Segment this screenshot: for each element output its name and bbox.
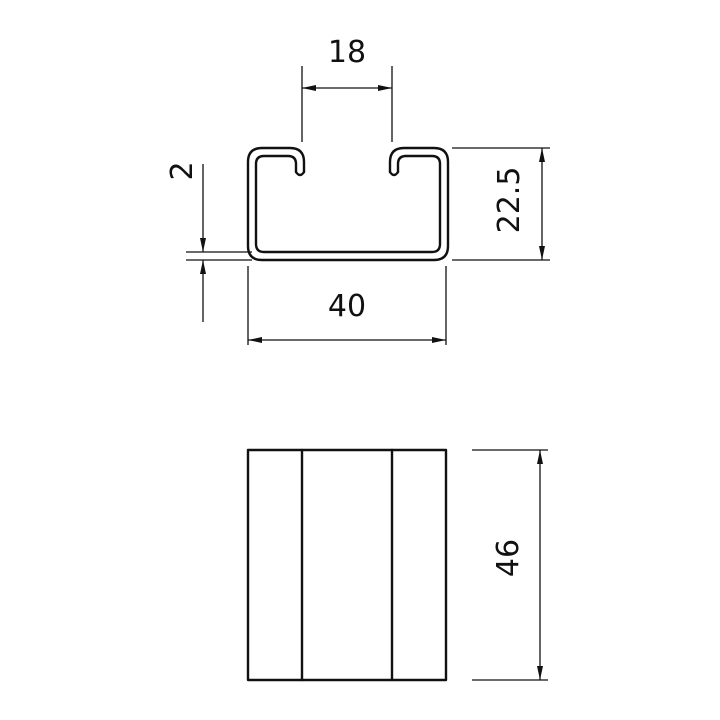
- width-label: 40: [328, 289, 366, 324]
- thickness-label: 2: [165, 161, 200, 180]
- dimension-thickness: 2: [165, 161, 252, 322]
- length-label: 46: [491, 539, 526, 577]
- left-lip-end: [294, 170, 306, 177]
- slot-width-label: 18: [328, 35, 366, 70]
- right-lip-end: [388, 170, 400, 177]
- dimension-height: 22.5: [452, 147, 550, 261]
- dimension-slot-width: 18: [301, 35, 393, 142]
- dimension-width: 40: [247, 266, 447, 345]
- side-view-outline: [246, 448, 448, 682]
- channel-side-view: [246, 448, 448, 682]
- height-label: 22.5: [492, 167, 527, 234]
- profile-outer-contour: [246, 146, 450, 262]
- channel-cross-section: [246, 146, 450, 262]
- dimension-length: 46: [472, 449, 548, 681]
- profile-inner-contour: [254, 154, 442, 254]
